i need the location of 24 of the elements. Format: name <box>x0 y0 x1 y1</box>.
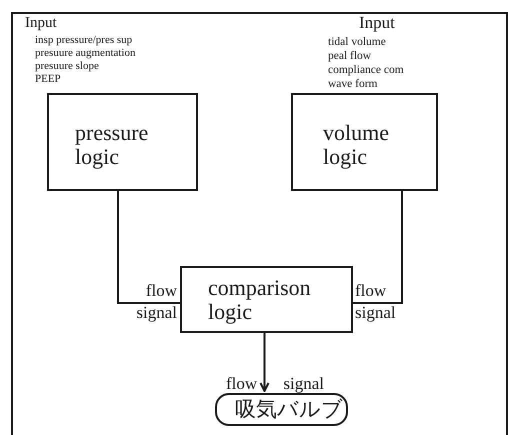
terminal-box <box>215 393 348 426</box>
input-item: insp pressure/pres sup <box>35 34 132 46</box>
edge-label: flow signal <box>135 280 177 324</box>
input-item: compliance com <box>328 64 404 77</box>
input-item: wave form <box>328 78 378 91</box>
arrow <box>260 333 270 392</box>
box-label: 吸気バルブ <box>235 398 344 422</box>
input-item: tidal volume <box>328 36 386 49</box>
heading: Input <box>25 15 57 32</box>
edge-label: flow signal <box>224 374 326 394</box>
input-item: presuure augmentation <box>35 47 136 60</box>
box-label: pressure logic <box>75 121 150 169</box>
process-box <box>291 93 438 191</box>
process-box <box>47 93 198 191</box>
process-box <box>180 266 353 333</box>
box-label: comparison logic <box>208 276 312 324</box>
connector-line <box>353 191 403 304</box>
box-label: volume logic <box>323 121 390 169</box>
edge-label: flow signal <box>355 280 397 324</box>
input-item: presuure slope <box>35 60 99 72</box>
input-item: peal flow <box>328 50 372 63</box>
connector-line <box>117 191 180 304</box>
heading: Input <box>359 14 395 33</box>
input-item: PEEP <box>35 73 61 86</box>
